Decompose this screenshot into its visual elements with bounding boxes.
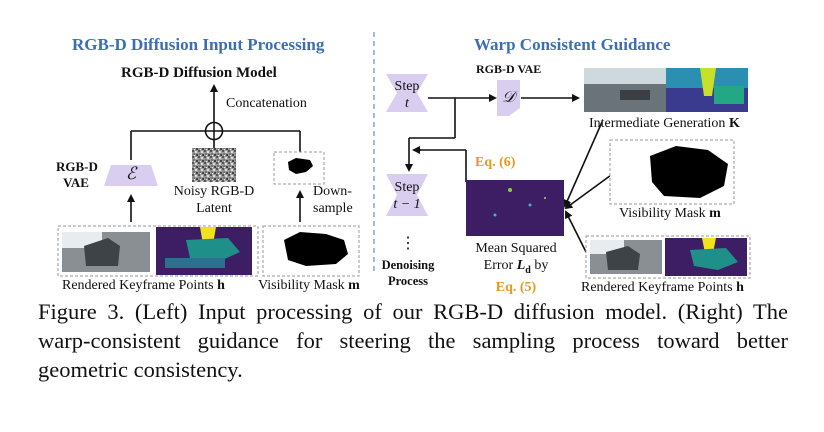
- left-keyframe-label: Rendered Keyframe Points h: [62, 278, 225, 293]
- encoder-vae-label: RGB-D VAE: [56, 159, 98, 190]
- right-section-title: Warp Consistent Guidance: [474, 35, 671, 54]
- denoising-process-label: Denoising Process: [381, 258, 435, 288]
- left-mask-label: Visibility Mask m: [258, 278, 360, 293]
- decoder-symbol: 𝒟: [502, 89, 515, 106]
- decoder-block: [497, 80, 520, 116]
- intermediate-generation-label: Intermediate Generation K: [589, 116, 740, 131]
- right-visibility-mask-image: [650, 146, 728, 198]
- concatenation-label: Concatenation: [226, 96, 307, 111]
- figure-caption: Figure 3. (Left) Input processing of our…: [38, 299, 788, 382]
- left-section-title: RGB-D Diffusion Input Processing: [72, 35, 325, 54]
- right-mask-label: Visibility Mask m: [619, 206, 721, 221]
- eq6-label: Eq. (6): [475, 155, 516, 170]
- visibility-mask-image: [284, 232, 348, 266]
- encoder-symbol: ℰ: [125, 164, 137, 183]
- mse-label: Mean Squared Error Ld by Eq. (5): [475, 241, 557, 295]
- ellipsis-label: ⋮: [400, 235, 416, 252]
- noisy-latent-label: Noisy RGB-D Latent: [173, 184, 255, 216]
- downsample-label: Down- sample: [313, 184, 353, 216]
- decoder-vae-label: RGB-D VAE: [476, 62, 542, 76]
- diagram-lines: [57, 32, 751, 279]
- step-t-label: Step t: [394, 79, 420, 111]
- step-t1-label: Step t − 1: [393, 180, 421, 212]
- mse-map-image: [466, 180, 564, 236]
- step-t-block: [386, 74, 428, 112]
- diffusion-model-label: RGB-D Diffusion Model: [121, 65, 277, 81]
- step-t1-block: [386, 174, 428, 216]
- noisy-latent-image: [192, 148, 236, 182]
- right-keyframe-label: Rendered Keyframe Points h: [581, 280, 744, 295]
- encoder-block: [104, 165, 158, 186]
